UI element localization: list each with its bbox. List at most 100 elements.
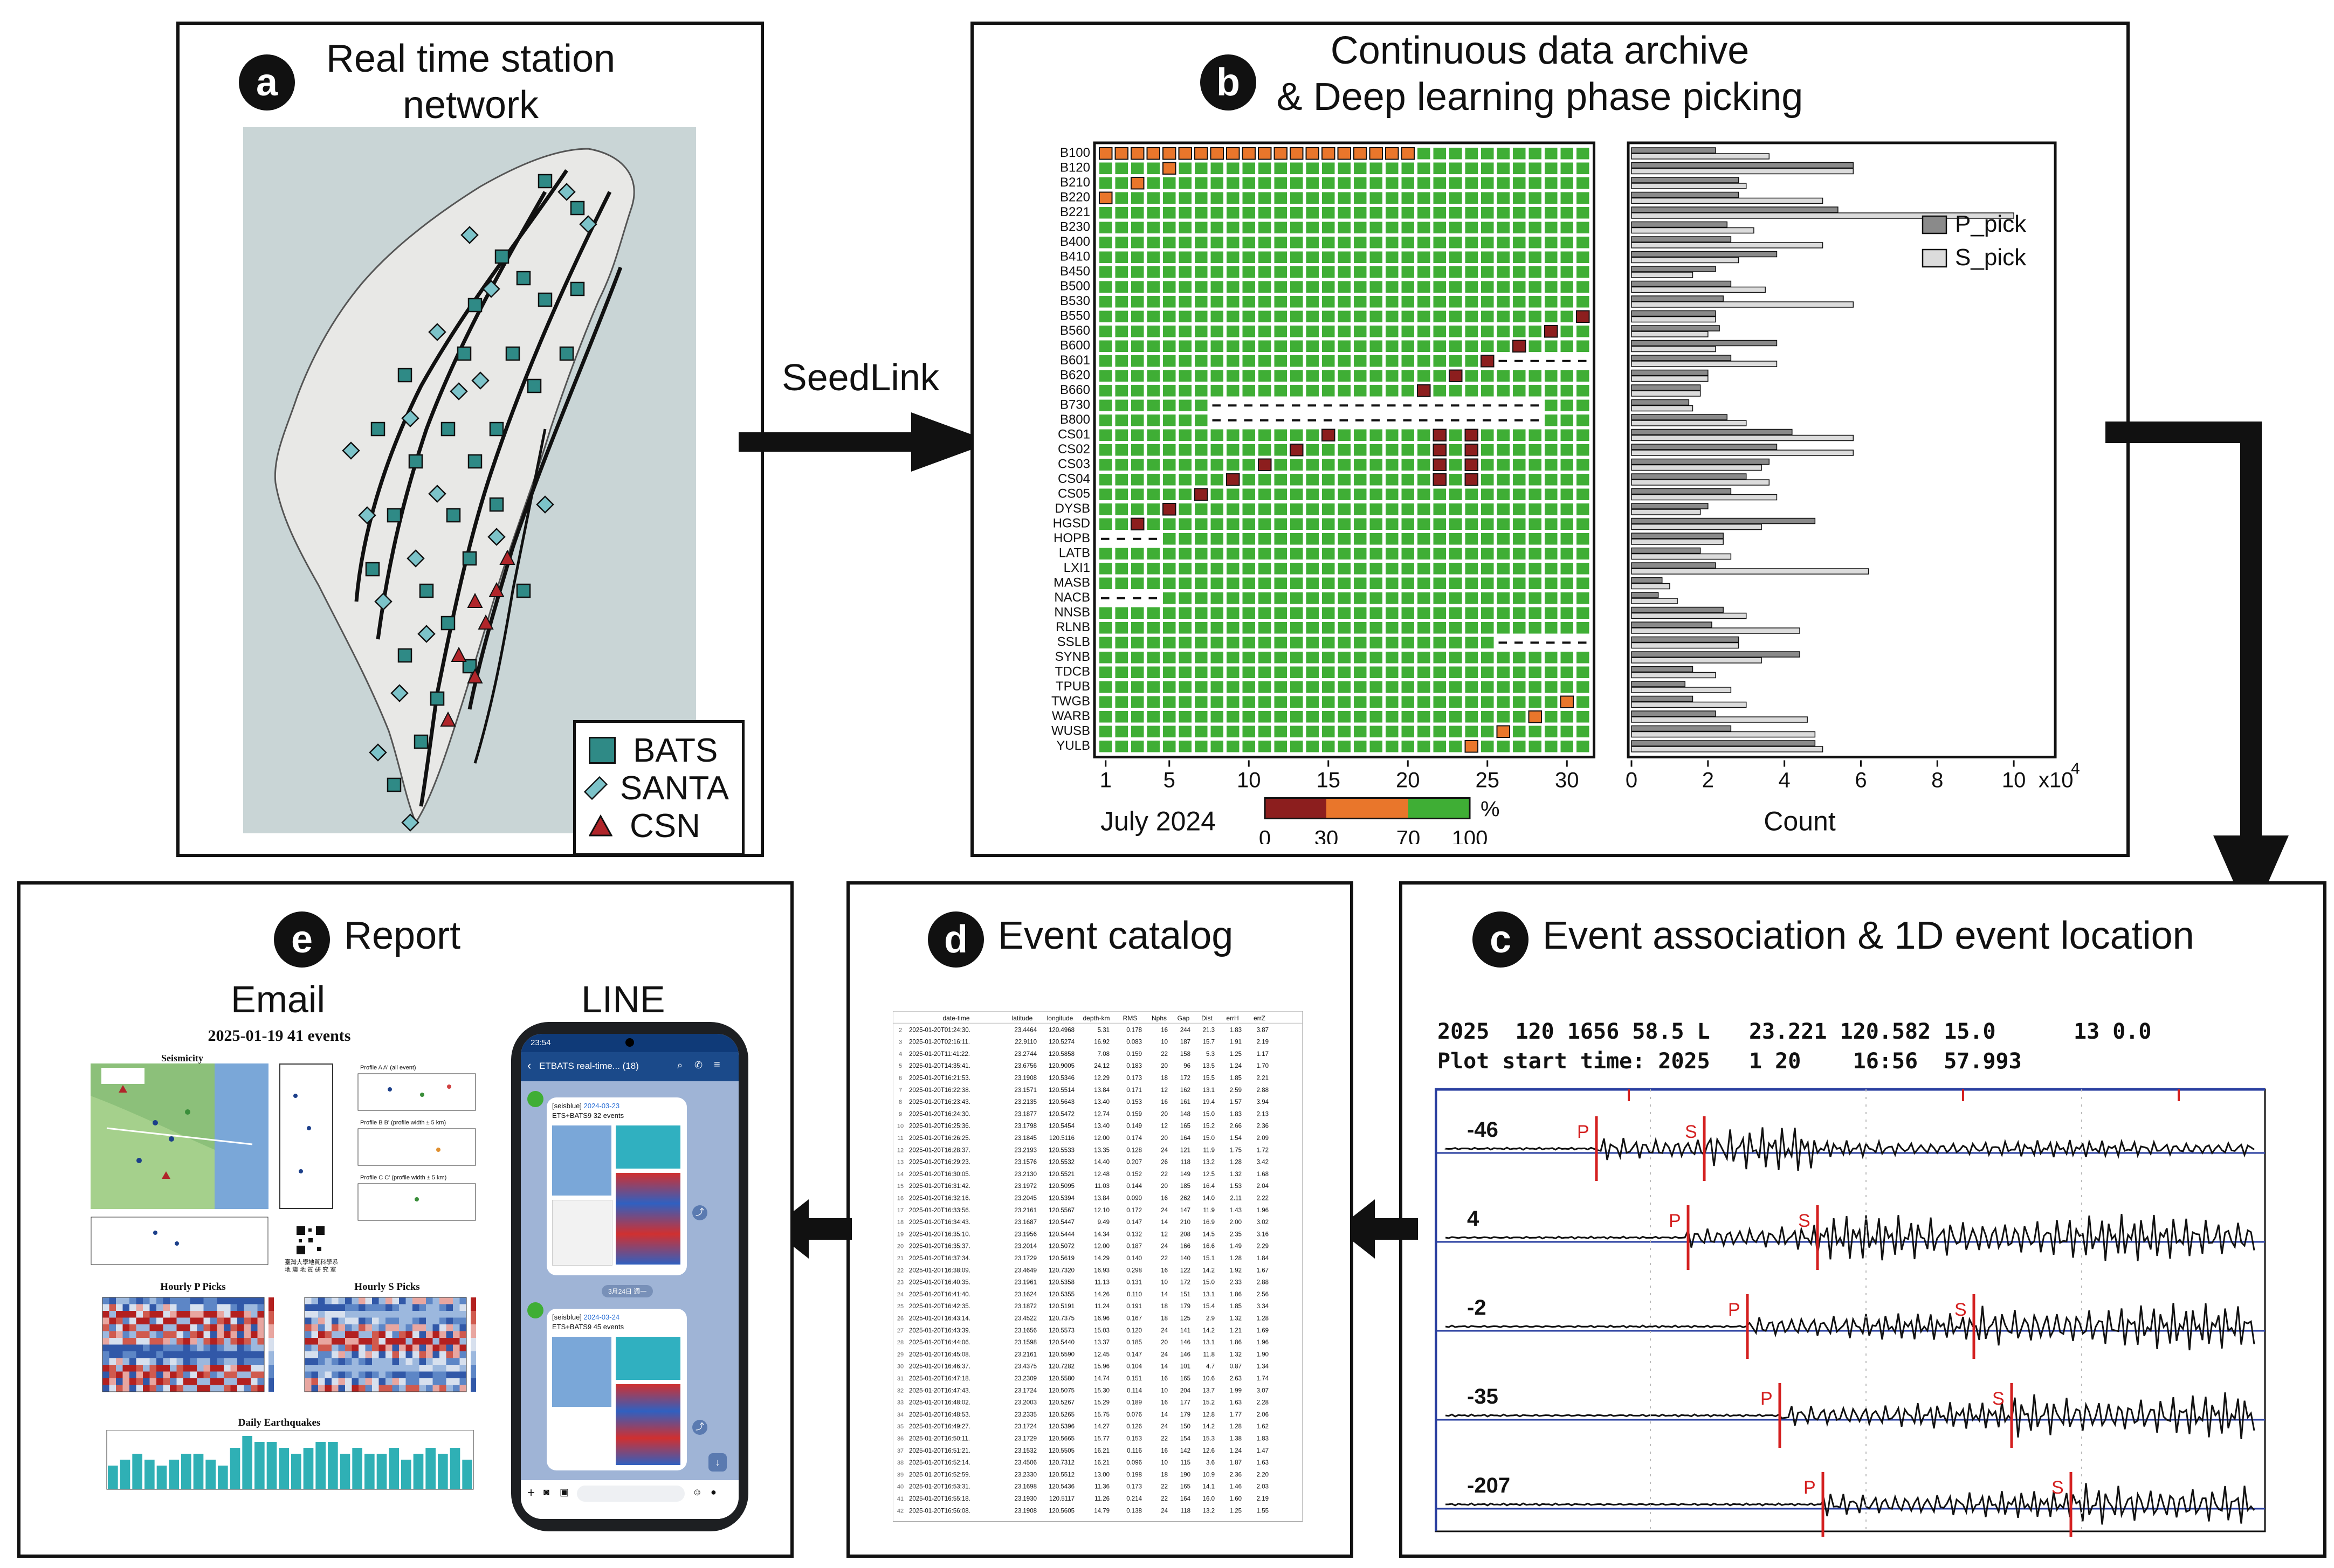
image-icon[interactable]: ▣: [560, 1487, 569, 1497]
heat-s-cell-7-0: [305, 1344, 312, 1351]
cell-B100-5: [1162, 147, 1176, 160]
cell-NNSB-8: [1210, 607, 1223, 619]
search-icon[interactable]: ⌕: [677, 1060, 683, 1070]
cell-CS01-16: [1338, 429, 1351, 441]
add-icon[interactable]: +: [527, 1486, 535, 1500]
heat-p-cell-9-21: [244, 1358, 251, 1365]
heat-s-cell-6-22: [453, 1338, 460, 1345]
catalog-cell-24-2: 120.5355: [1049, 1291, 1075, 1298]
catalog-cell-31-0: 2025-01-20T16:47:18.: [909, 1376, 970, 1382]
bats-station-9: [505, 346, 520, 361]
cell-B530-23: [1449, 296, 1462, 308]
cell-B530-14: [1306, 296, 1319, 308]
cell-B400-13: [1290, 237, 1303, 248]
cell-TDCB-15: [1322, 666, 1335, 678]
catalog-rownum-8: 8: [899, 1099, 902, 1106]
catalog-rownum-3: 3: [899, 1039, 902, 1046]
heat-p-cell-9-7: [149, 1358, 156, 1365]
catalog-cell-25-9: 3.34: [1257, 1303, 1269, 1310]
cell-B100-7: [1194, 147, 1208, 160]
catalog-cell-21-9: 1.84: [1257, 1255, 1269, 1262]
cell-CS03-7: [1195, 459, 1208, 471]
cell-CS03-18: [1369, 459, 1382, 471]
cell-B560-22: [1433, 326, 1446, 337]
heat-p-cell-0-4: [129, 1297, 136, 1304]
heat-s-cell-8-14: [399, 1351, 406, 1358]
cell-YULB-27: [1513, 741, 1526, 752]
cell-B560-1: [1099, 326, 1112, 337]
heat-p-cell-5-23: [257, 1331, 264, 1338]
message-input[interactable]: [577, 1486, 685, 1502]
cell-DYSB-1: [1099, 503, 1112, 515]
cell-CS02-1: [1099, 444, 1112, 456]
cell-B220-1: [1099, 191, 1113, 204]
scroll-down-icon[interactable]: ↓: [708, 1453, 727, 1472]
legend-label-P_pick: P_pick: [1955, 211, 2027, 237]
cell-B220-3: [1131, 192, 1144, 204]
cell-CS05-17: [1354, 488, 1367, 500]
cell-B230-9: [1227, 222, 1240, 233]
cell-WUSB-3: [1131, 726, 1144, 737]
heat-s-cell-3-4: [332, 1317, 339, 1324]
cell-B221-21: [1417, 207, 1430, 219]
heat-p-cell-3-20: [237, 1317, 244, 1324]
heat-s-cell-8-15: [405, 1351, 412, 1358]
cell-TPUB-24: [1465, 681, 1478, 693]
cell-B230-2: [1115, 222, 1128, 233]
daily-bar-30: [462, 1460, 472, 1489]
heat-s-cell-4-1: [311, 1324, 318, 1331]
heat-s-cell-6-9: [365, 1338, 372, 1345]
heat-s-cell-10-20: [439, 1365, 446, 1372]
cell-WARB-10: [1242, 711, 1255, 723]
heat-s-cell-0-14: [399, 1297, 406, 1304]
heat-s-cell-11-13: [392, 1371, 399, 1378]
cell-B550-15: [1322, 310, 1335, 322]
cell-CS04-11: [1258, 474, 1271, 486]
heat-s-cell-9-3: [325, 1358, 332, 1365]
catalog-cell-14-8: 1.32: [1230, 1171, 1242, 1178]
cell-SYNB-28: [1529, 652, 1541, 664]
emoji-icon[interactable]: ☺: [692, 1487, 703, 1497]
catalog-cell-23-1: 23.1961: [1014, 1280, 1037, 1286]
catalog-header-longitude: longitude: [1047, 1014, 1073, 1022]
message-2[interactable]: [seisblue] 2024-03-24 ETS+BATS9 45 event…: [547, 1309, 687, 1470]
mic-icon[interactable]: ●: [711, 1487, 717, 1497]
heat-s-cell-5-6: [345, 1331, 352, 1338]
message-1[interactable]: [seisblue] 2024-03-23 ETS+BATS9 32 event…: [547, 1097, 687, 1275]
cell-B730-2: [1115, 399, 1128, 411]
cell-NACB-28: [1529, 592, 1541, 604]
catalog-cell-38-0: 2025-01-20T16:52:14.: [909, 1460, 970, 1466]
camera-icon[interactable]: ◙: [543, 1487, 549, 1497]
cell-CS02-16: [1338, 444, 1351, 456]
call-icon[interactable]: ✆: [694, 1060, 703, 1070]
catalog-cell-34-4: 0.076: [1126, 1412, 1142, 1418]
menu-icon[interactable]: ≡: [714, 1059, 720, 1070]
catalog-cell-23-9: 2.88: [1257, 1280, 1269, 1286]
share-icon-1[interactable]: ⤴: [692, 1205, 707, 1220]
cell-NACB-10: [1242, 592, 1255, 604]
cell-B600-8: [1210, 340, 1223, 352]
heat-s-cell-1-2: [318, 1304, 325, 1311]
share-icon-2[interactable]: ⤴: [692, 1420, 707, 1435]
back-chevron-icon[interactable]: ‹: [527, 1059, 532, 1072]
catalog-cell-32-5: 10: [1161, 1387, 1168, 1394]
bar-S_pick-B730: [1631, 405, 1693, 412]
cell-WUSB-8: [1210, 726, 1223, 737]
gap-NACB-4: [1148, 597, 1157, 599]
gap-NACB-1: [1101, 597, 1110, 599]
heat-p-cell-8-12: [183, 1351, 190, 1358]
santa-station-8: [342, 441, 360, 460]
heat-s-colorbar-5: [471, 1365, 476, 1378]
catalog-cell-10-8: 2.66: [1230, 1123, 1242, 1130]
catalog-cell-34-6: 179: [1180, 1412, 1190, 1418]
bar-S_pick-NNSB: [1631, 612, 1747, 619]
cell-NACB-29: [1545, 592, 1558, 604]
cell-B550-19: [1386, 310, 1399, 322]
bar-P_pick-CS01: [1631, 429, 1793, 436]
catalog-cell-3-7: 15.7: [1203, 1039, 1215, 1046]
heat-p-cell-7-3: [122, 1344, 129, 1351]
cell-B400-17: [1354, 237, 1367, 248]
bar-P_pick-NNSB: [1631, 606, 1724, 613]
cell-B220-31: [1576, 192, 1589, 204]
cell-LATB-16: [1338, 548, 1351, 559]
